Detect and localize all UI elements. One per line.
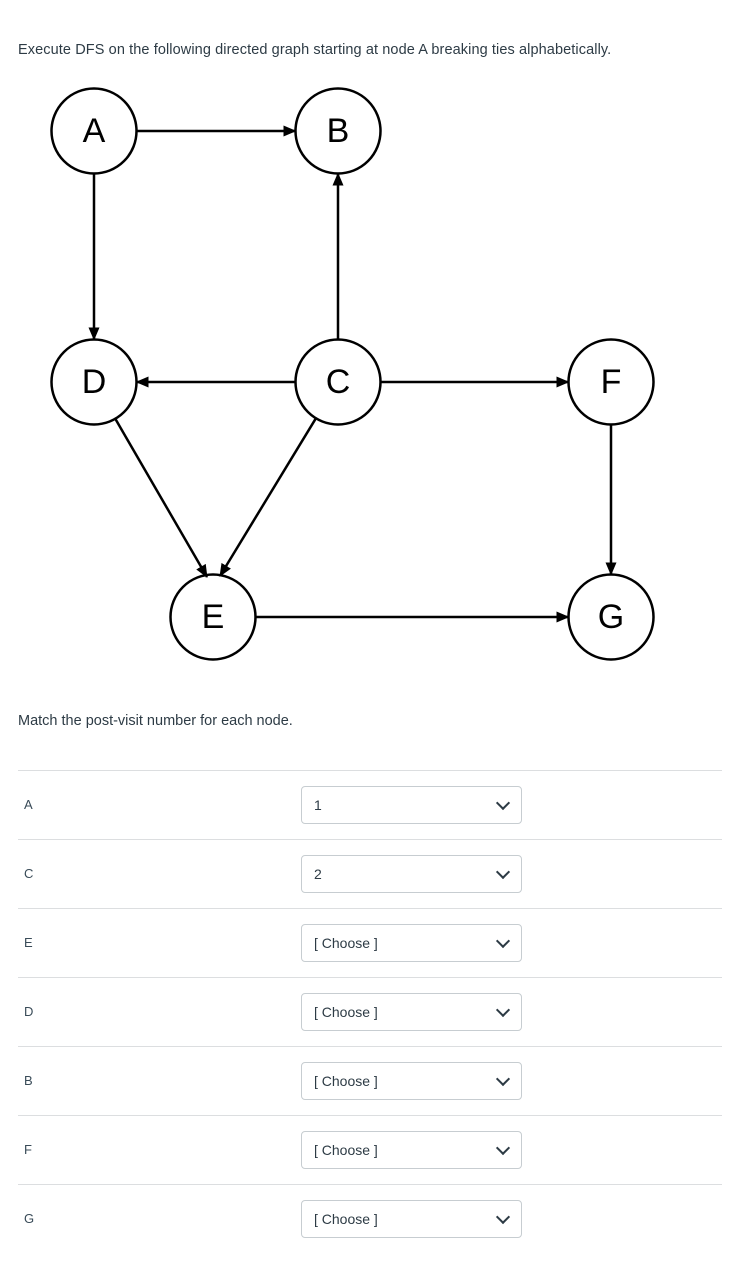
match-instruction: Match the post-visit number for each nod… — [18, 713, 293, 729]
match-table: A 1 C 2 E [ Choose ] — [0, 770, 739, 1253]
answer-select-wrap: [ Choose ] — [301, 1061, 522, 1100]
graph-node-label-G: G — [598, 598, 624, 636]
match-row: D [ Choose ] — [0, 977, 739, 1046]
graph-node-label-F: F — [601, 363, 622, 401]
match-row: A 1 — [0, 770, 739, 839]
answer-select-wrap: [ Choose ] — [301, 992, 522, 1031]
node-label: A — [24, 797, 33, 812]
answer-select[interactable]: [ Choose ] — [301, 992, 522, 1031]
question-stimulus: Execute DFS on the following directed gr… — [18, 42, 655, 729]
node-label: E — [24, 935, 33, 950]
answer-select[interactable]: [ Choose ] — [301, 923, 522, 962]
graph-node-label-B: B — [327, 112, 350, 150]
graph-edge-C-E — [218, 417, 317, 577]
answer-select[interactable]: 2 — [301, 854, 522, 893]
answer-select-wrap: [ Choose ] — [301, 923, 522, 962]
match-row: G [ Choose ] — [0, 1184, 739, 1253]
graph-node-label-C: C — [326, 363, 351, 401]
match-row: F [ Choose ] — [0, 1115, 739, 1184]
answer-select[interactable]: [ Choose ] — [301, 1130, 522, 1169]
answer-select[interactable]: 1 — [301, 785, 522, 824]
node-label: F — [24, 1142, 32, 1157]
match-row: C 2 — [0, 839, 739, 908]
answer-select-wrap: 1 — [301, 785, 522, 824]
answer-select[interactable]: [ Choose ] — [301, 1199, 522, 1238]
graph-node-label-A: A — [83, 112, 106, 150]
node-label: B — [24, 1073, 33, 1088]
match-row: E [ Choose ] — [0, 908, 739, 977]
graph-node-label-E: E — [202, 598, 225, 636]
graph-node-label-D: D — [82, 363, 107, 401]
answer-select-wrap: 2 — [301, 854, 522, 893]
question-prompt: Execute DFS on the following directed gr… — [18, 42, 612, 58]
answer-select-wrap: [ Choose ] — [301, 1199, 522, 1238]
match-row: B [ Choose ] — [0, 1046, 739, 1115]
answer-select-wrap: [ Choose ] — [301, 1130, 522, 1169]
dfs-graph-diagram: A B D C F E G — [50, 87, 655, 661]
answer-select[interactable]: [ Choose ] — [301, 1061, 522, 1100]
graph-edge-D-E — [114, 418, 209, 578]
node-label: G — [24, 1211, 35, 1226]
node-label: C — [24, 866, 34, 881]
node-label: D — [24, 1004, 34, 1019]
